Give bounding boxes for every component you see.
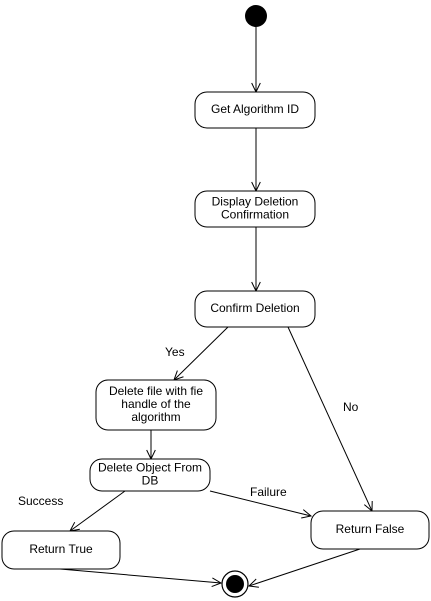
edge-label-confirm-to-return-false: No <box>343 400 359 414</box>
edge-line <box>209 490 312 517</box>
action-label: Get Algorithm ID <box>211 102 299 116</box>
edge-line <box>59 568 222 584</box>
action-return-false: Return False <box>310 510 430 550</box>
action-return-true: Return True <box>1 530 121 570</box>
edge-line <box>69 490 126 532</box>
action-box <box>310 510 430 550</box>
edge-delete-object-to-return-true <box>69 490 126 532</box>
edge-line <box>248 548 361 587</box>
edge-start-to-get-id <box>251 27 261 94</box>
arrowhead <box>247 578 259 588</box>
edge-display-to-confirm <box>251 227 261 293</box>
action-label: Return False <box>336 522 405 536</box>
action-get-id: Get Algorithm ID <box>194 91 316 129</box>
final-node <box>221 570 249 598</box>
edge-get-id-to-display <box>251 128 261 193</box>
action-label: Return True <box>29 542 93 556</box>
action-box <box>194 91 316 129</box>
action-label: Confirm Deletion <box>210 301 299 315</box>
action-label: algorithm <box>131 410 180 424</box>
action-label: Confirmation <box>221 208 289 222</box>
action-box <box>194 190 316 228</box>
arrowhead <box>211 577 223 588</box>
action-label: Delete file with fie <box>109 384 203 398</box>
nodes-layer: Get Algorithm ID Display DeletionConfirma… <box>1 5 430 598</box>
initial-node <box>245 5 267 27</box>
edge-label-delete-object-to-return-false: Failure <box>250 485 287 499</box>
action-label: DB <box>142 474 159 488</box>
action-box <box>95 379 217 431</box>
edge-line <box>287 326 373 512</box>
edge-label-confirm-to-delete-file: Yes <box>165 345 185 359</box>
edges-layer <box>59 27 373 588</box>
action-box <box>1 530 121 570</box>
edge-return-false-to-end <box>247 548 361 588</box>
edge-delete-object-to-return-false <box>209 490 313 519</box>
edge-confirm-to-return-false <box>287 326 373 513</box>
action-label: Display Deletion <box>212 195 299 209</box>
edge-line <box>173 326 229 381</box>
final-node-core <box>226 575 244 593</box>
edge-delete-file-to-delete-object <box>146 430 156 461</box>
arrowhead <box>301 509 313 519</box>
action-box <box>89 458 211 492</box>
edge-label-delete-object-to-return-true: Success <box>18 494 63 508</box>
action-confirm: Confirm Deletion <box>194 290 316 328</box>
action-label: handle of the <box>121 397 191 411</box>
edge-return-true-to-end <box>59 568 223 588</box>
action-label: Delete Object From <box>98 461 202 475</box>
action-box <box>194 290 316 328</box>
